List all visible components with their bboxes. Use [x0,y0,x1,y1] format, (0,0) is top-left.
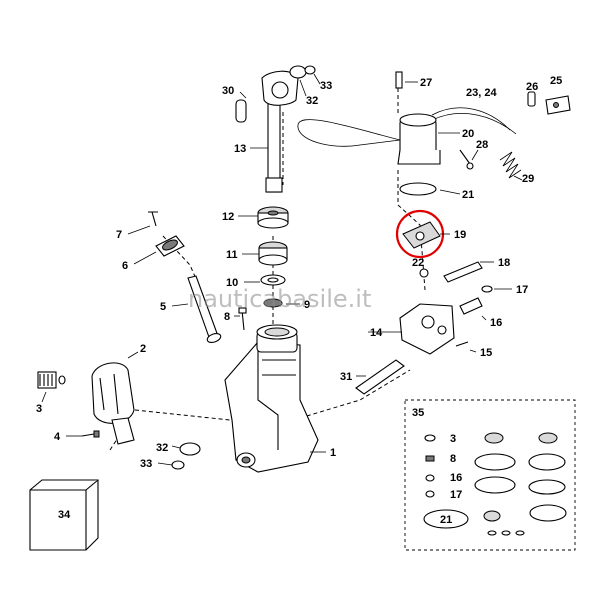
part-5-shaft [187,275,222,344]
part-13-trim-rod [261,70,299,193]
kit-label-8: 8 [450,453,456,465]
callout-28: 28 [476,139,488,151]
kit-label-16: 16 [450,472,462,484]
part-27-bolt [395,71,403,89]
callout-12: 12 [222,211,234,223]
kit-label-3: 3 [450,433,456,445]
callout-6: 6 [122,260,128,272]
part-9-nut [263,298,283,308]
part-22-screw [419,268,429,278]
part-21-gasket [399,182,437,196]
callout-11: 11 [226,249,238,261]
callout-7: 7 [116,229,122,241]
callout-33-bottom: 33 [140,458,152,470]
part-19-cover [402,221,441,249]
callout-34: 34 [58,509,71,521]
callout-26: 26 [526,81,538,93]
callout-35: 35 [412,407,424,419]
callout-20: 20 [462,128,474,140]
callout-32-bottom: 32 [156,442,168,454]
part-11-piston [258,241,288,266]
callout-27: 27 [420,77,432,89]
callout-15: 15 [480,347,492,359]
callout-33-top: 33 [320,80,332,92]
callout-32-top: 32 [306,95,318,107]
callout-3: 3 [36,403,42,415]
part-34-kit-box [29,479,99,551]
callout-19: 19 [454,229,466,241]
callout-5: 5 [160,301,166,313]
part-4-screw [81,430,100,438]
callout-25: 25 [550,75,562,87]
callout-8: 8 [224,311,230,323]
part-32-33-rings-bottom [171,442,201,470]
callout-1: 1 [330,447,336,459]
leader-lines [41,73,523,466]
part-35-seal-kit [404,399,576,551]
callout-16: 16 [490,317,502,329]
part-29-spring [499,151,522,179]
part-14-pump [399,303,455,355]
callout-2: 2 [140,343,146,355]
part-28-screw [459,149,474,170]
callout-labels: 1 2 3 4 5 6 7 8 9 10 11 12 13 14 15 16 1… [36,75,562,521]
kit-label-21: 21 [440,514,452,526]
part-3-filter [37,371,66,389]
part-7-screw [148,211,158,227]
part-17-ring [481,285,493,293]
callout-21: 21 [462,189,474,201]
callout-29: 29 [522,173,534,185]
callout-30: 30 [222,85,234,97]
part-2-reservoir [91,362,135,445]
part-25-fitting [545,95,571,115]
part-20-motor [297,107,517,165]
part-10-washer [260,274,286,286]
callout-9: 9 [304,299,310,311]
kit-label-17: 17 [450,489,462,501]
part-32-33-rings-top [289,65,316,79]
kit-labels: 3 8 16 17 21 [440,433,462,526]
callout-23-24: 23, 24 [466,87,497,99]
part-12-cap [257,206,289,229]
part-6-cap [155,235,185,257]
part-1-housing [224,324,319,473]
part-30-pin [235,99,247,123]
callout-13: 13 [234,143,246,155]
callout-14: 14 [370,327,383,339]
part-16-fitting [459,297,483,315]
callout-22: 22 [412,257,424,269]
callout-17: 17 [516,284,528,296]
callout-18: 18 [498,257,510,269]
watermark-text: nauticabasile.it [188,285,371,313]
part-8-pin [238,307,247,331]
part-18-valve [443,261,483,283]
part-26-valve [527,91,536,107]
part-15-bolt [455,341,469,347]
callout-10: 10 [226,277,238,289]
callout-4: 4 [54,431,61,443]
callout-31: 31 [340,371,352,383]
part-31-rod [355,359,405,395]
